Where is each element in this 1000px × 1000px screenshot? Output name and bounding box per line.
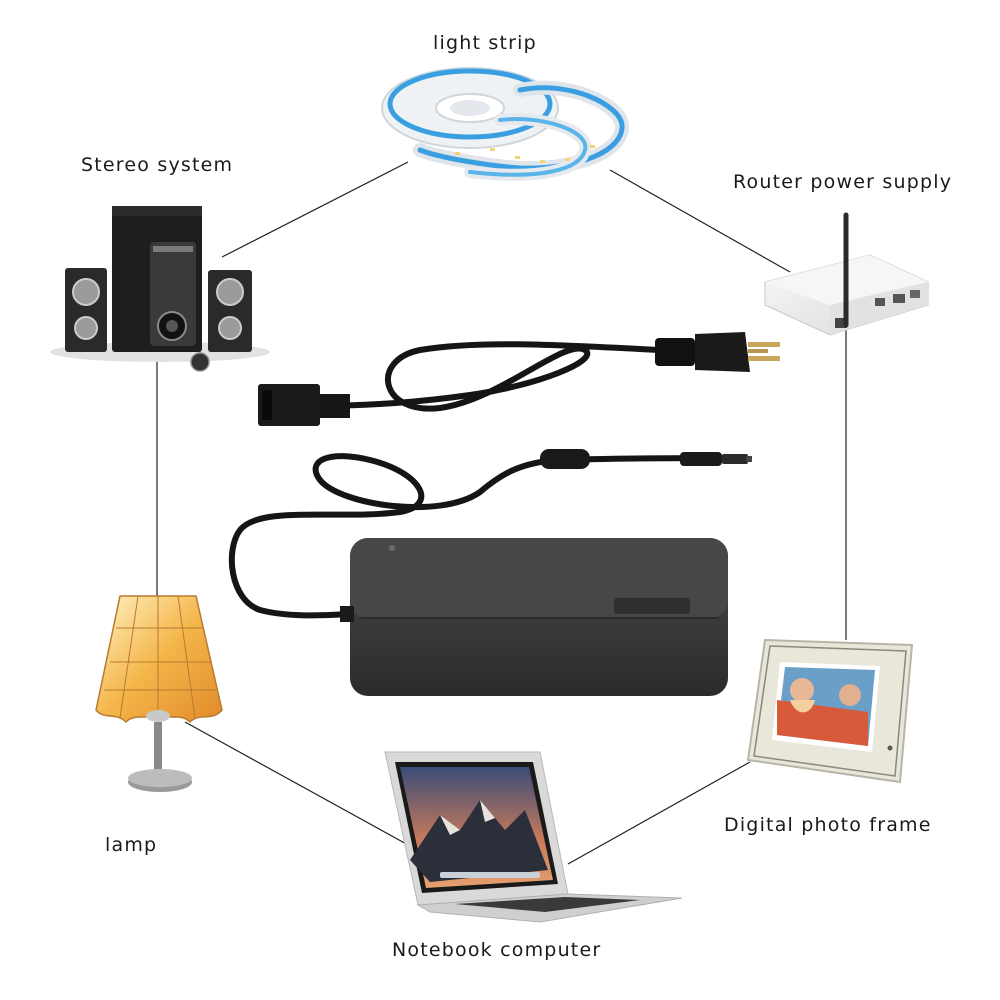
stereo-system-image <box>50 206 270 372</box>
label-digital-photo-frame: Digital photo frame <box>724 814 932 836</box>
label-notebook-computer: Notebook computer <box>392 939 602 961</box>
connector-lines <box>156 161 847 865</box>
iec-connector <box>258 384 350 426</box>
power-adapter-image <box>340 538 728 696</box>
dc-connector <box>540 449 752 469</box>
line-stereo-to-strip <box>221 161 409 258</box>
ac-plug <box>655 332 780 372</box>
lamp-image <box>95 595 223 792</box>
label-stereo-system: Stereo system <box>81 154 234 176</box>
line-frame-to-laptop <box>567 761 751 865</box>
laptop-image <box>384 751 683 923</box>
line-lamp-to-laptop <box>184 721 411 847</box>
label-lamp: lamp <box>105 834 158 856</box>
label-router-power-supply: Router power supply <box>733 171 953 193</box>
label-light-strip: light strip <box>433 32 537 54</box>
light-strip-image <box>381 67 629 181</box>
digital-photo-frame-image <box>746 638 914 784</box>
router-image <box>764 212 929 336</box>
line-strip-to-router <box>609 169 791 273</box>
